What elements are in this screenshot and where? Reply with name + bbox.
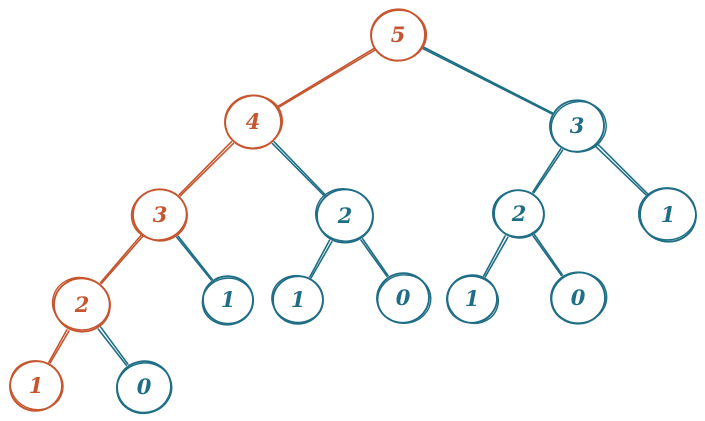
- tree-node-label-0l: 0: [137, 374, 152, 399]
- tree-node-label-5: 5: [391, 22, 406, 47]
- tree-node-1l: 1: [9, 360, 64, 412]
- tree-node-label-1rm: 1: [465, 286, 480, 311]
- tree-node-3r: 3: [549, 99, 607, 153]
- tree-node-label-2r: 2: [511, 201, 527, 226]
- tree-node-0r: 0: [550, 271, 608, 325]
- tree-edge-2l-1l: [48, 328, 70, 364]
- tree-node-2r: 2: [491, 189, 545, 239]
- tree-edge-2r-1rm: [482, 235, 509, 278]
- tree-edge-4-2m: [271, 141, 327, 197]
- tree-node-label-1l: 1: [29, 373, 44, 398]
- tree-edge-5-4: [276, 47, 376, 109]
- tree-node-1rr: 1: [637, 187, 697, 243]
- tree-node-4: 4: [224, 94, 284, 150]
- tree-node-label-3l: 3: [153, 202, 168, 227]
- tree-node-label-0m: 0: [396, 285, 411, 310]
- tree-node-label-1m: 1: [291, 287, 306, 312]
- tree-edge-3l-2l: [99, 234, 144, 285]
- tree-node-5: 5: [370, 8, 428, 62]
- tree-edge-3r-1rr: [595, 143, 649, 197]
- tree-node-label-1lr: 1: [221, 287, 236, 312]
- tree-node-label-1rr: 1: [661, 202, 676, 227]
- tree-edge-3l-1lr: [176, 235, 213, 281]
- tree-node-label-3r: 3: [570, 113, 585, 138]
- tree-edge-3r-2r: [532, 148, 564, 194]
- tree-edge-2r-0r: [532, 234, 564, 277]
- tree-node-1lr: 1: [201, 275, 254, 326]
- tree-node-label-2m: 2: [337, 203, 353, 228]
- tree-edge-5-3r: [421, 46, 554, 115]
- tree-node-0l: 0: [116, 360, 173, 415]
- tree-node-label-4: 4: [246, 109, 261, 134]
- tree-node-label-2l: 2: [74, 292, 90, 317]
- tree-node-0m: 0: [376, 272, 432, 324]
- tree-node-2l: 2: [51, 276, 111, 333]
- tree-edge-2m-0m: [360, 238, 389, 278]
- tree-node-3l: 3: [130, 188, 188, 242]
- tree-node-2m: 2: [315, 188, 374, 244]
- tree-node-label-0r: 0: [571, 285, 586, 310]
- tree-node-1rm: 1: [446, 274, 500, 324]
- tree-node-1m: 1: [271, 274, 324, 325]
- tree-edge-2l-0l: [97, 326, 129, 367]
- tree-edge-4-3l: [178, 140, 235, 197]
- tree-edge-2m-1m: [309, 239, 333, 279]
